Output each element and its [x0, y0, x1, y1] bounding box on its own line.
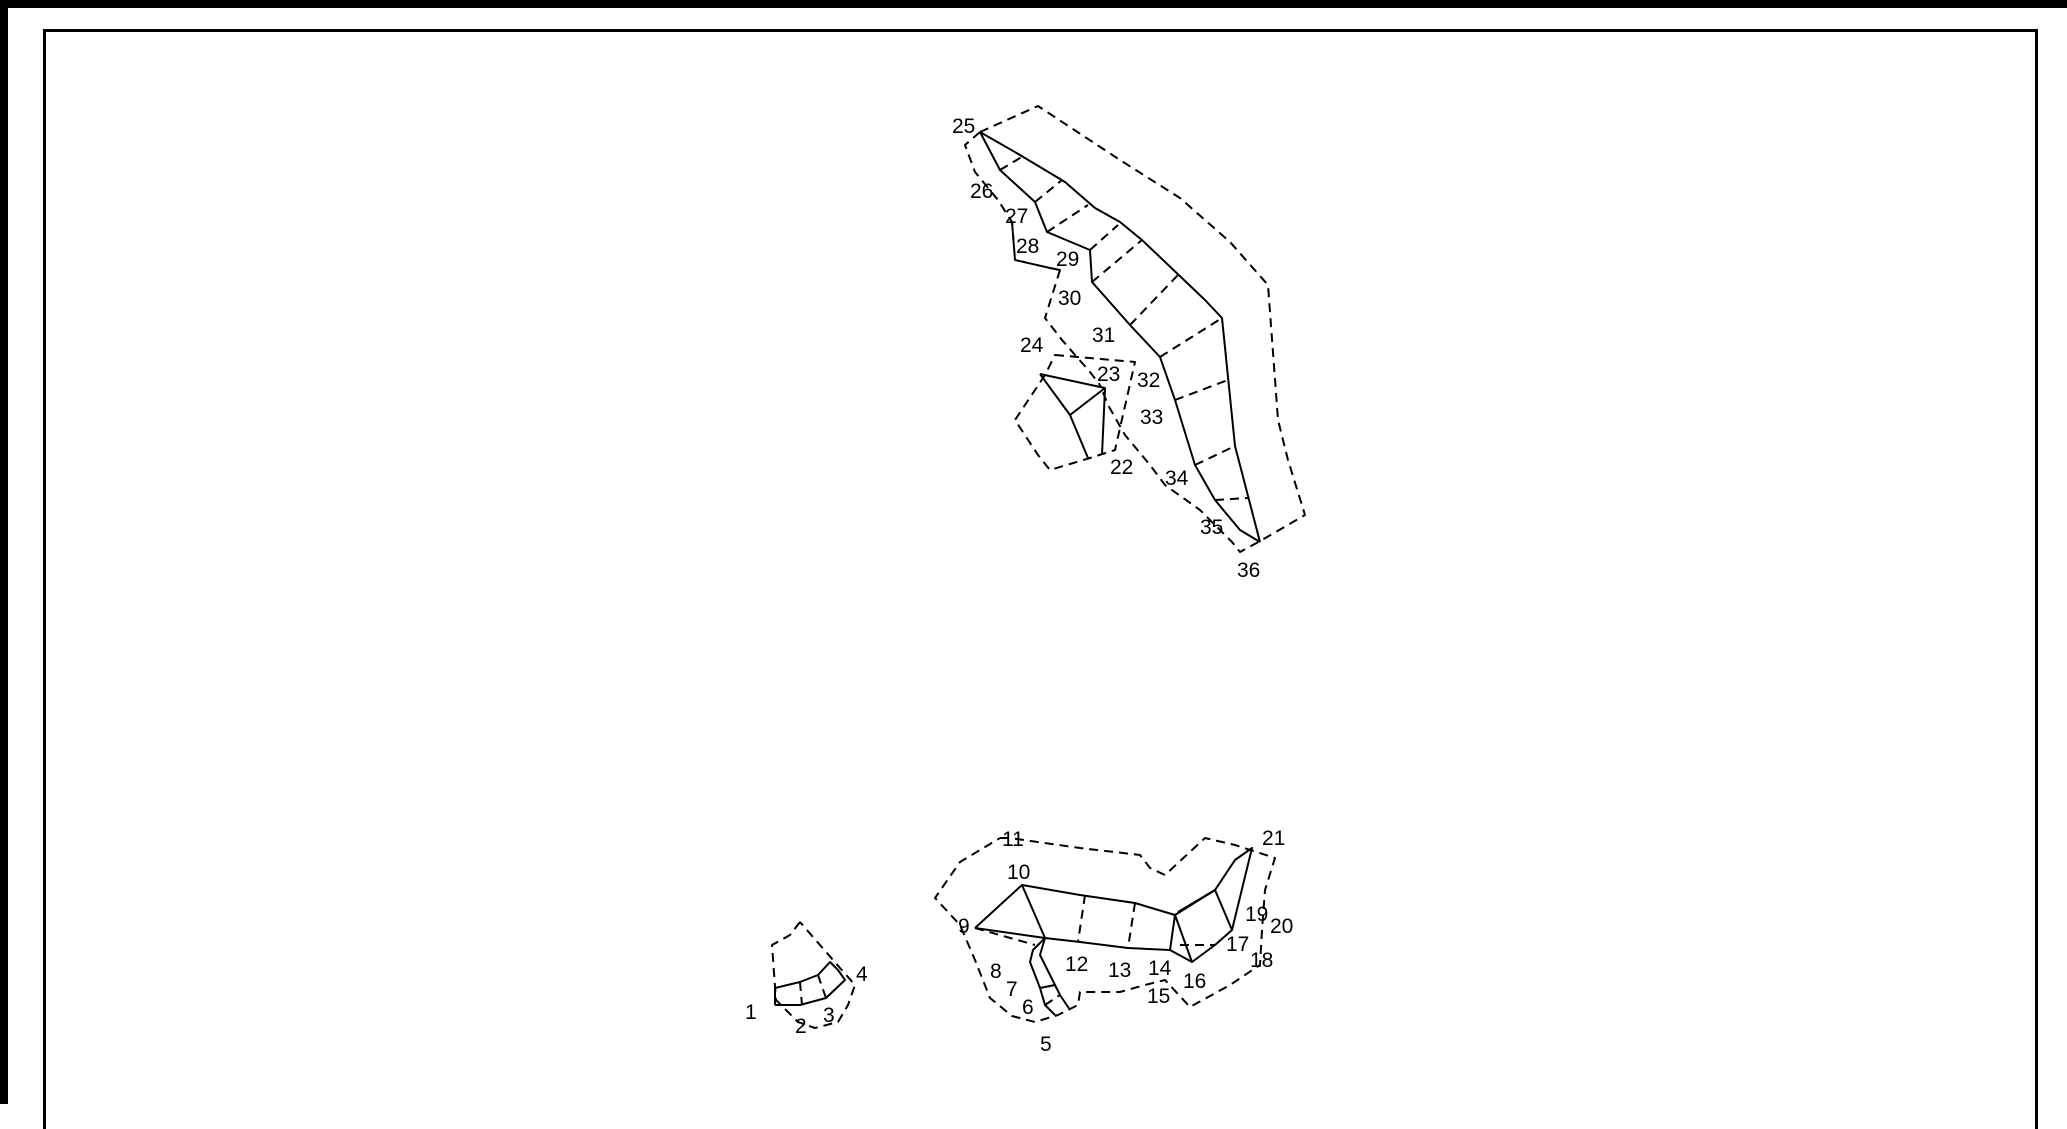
- point-label-33: 33: [1140, 406, 1163, 429]
- point-label-15: 15: [1147, 985, 1170, 1008]
- north-tick: [1089, 224, 1119, 251]
- north-outer-boundary: [979, 105, 1306, 553]
- point-labels: 1 2 3 4 5 6 7 8 9 10 11 12 13 14 15 16 1…: [745, 115, 1293, 1056]
- southwest-inner-top: [774, 961, 839, 989]
- point-label-11: 11: [1002, 828, 1024, 851]
- point-label-36: 36: [1237, 559, 1260, 582]
- middle-inner-diag: [1069, 387, 1106, 416]
- point-label-1: 1: [745, 1001, 757, 1024]
- north-tick: [1214, 497, 1249, 501]
- north-strip-east-edge: [979, 131, 1261, 543]
- point-label-30: 30: [1058, 287, 1081, 310]
- point-label-27: 27: [1005, 205, 1028, 228]
- southwest-parcel: [771, 921, 856, 1029]
- drawing-frame-inner: [43, 29, 2038, 1129]
- point-label-4: 4: [856, 963, 868, 986]
- point-label-28: 28: [1016, 235, 1039, 258]
- south-tick: [1077, 894, 1086, 943]
- southwest-outer-boundary: [771, 921, 856, 1029]
- south-leg-west: [1029, 937, 1056, 1016]
- point-label-24: 24: [1020, 334, 1044, 357]
- point-label-26: 26: [970, 180, 993, 203]
- north-parcel: [964, 105, 1306, 553]
- middle-parcel: [1014, 354, 1136, 471]
- north-pocket: [1011, 221, 1061, 271]
- point-label-12: 12: [1065, 953, 1088, 976]
- middle-outer-boundary: [1014, 354, 1136, 471]
- south-leg-cross: [1039, 984, 1056, 989]
- south-main-top-edge: [974, 884, 1176, 929]
- point-label-17: 17: [1226, 933, 1249, 956]
- southwest-inner-bottom: [775, 969, 846, 1006]
- point-label-32: 32: [1137, 369, 1160, 392]
- north-tick: [999, 154, 1026, 171]
- north-tick: [1129, 274, 1179, 326]
- south-edge-10-12: [1021, 884, 1046, 939]
- point-label-22: 22: [1110, 456, 1133, 479]
- point-label-3: 3: [823, 1004, 835, 1027]
- point-label-14: 14: [1148, 957, 1172, 980]
- point-label-6: 6: [1022, 996, 1034, 1019]
- north-tick: [1174, 379, 1229, 401]
- point-label-21: 21: [1262, 827, 1285, 850]
- south-diag-9: [974, 927, 1036, 946]
- point-label-5: 5: [1040, 1033, 1052, 1056]
- southwest-tick: [799, 981, 803, 1006]
- north-tick: [1034, 179, 1063, 203]
- point-label-9: 9: [958, 915, 970, 938]
- point-label-25: 25: [952, 115, 975, 138]
- middle-inner-left: [1039, 373, 1089, 459]
- north-west-boundary: [964, 131, 1101, 386]
- point-label-34: 34: [1165, 467, 1189, 490]
- point-label-31: 31: [1092, 324, 1115, 347]
- north-tick: [1046, 204, 1089, 233]
- point-label-10: 10: [1007, 861, 1030, 884]
- south-east-inner-2: [1177, 889, 1233, 931]
- point-label-23: 23: [1097, 363, 1120, 386]
- south-parcel: [934, 837, 1276, 1023]
- point-label-35: 35: [1200, 516, 1223, 539]
- north-tick: [1194, 445, 1236, 466]
- north-tick: [1159, 317, 1223, 358]
- point-label-7: 7: [1006, 978, 1018, 1001]
- point-label-13: 13: [1108, 959, 1131, 982]
- point-label-16: 16: [1183, 970, 1206, 993]
- southwest-tick: [817, 974, 827, 999]
- point-label-19: 19: [1245, 903, 1268, 926]
- point-label-2: 2: [795, 1015, 807, 1038]
- south-leg-tick: [1044, 994, 1061, 1006]
- parcel-survey-diagram: 1 2 3 4 5 6 7 8 9 10 11 12 13 14 15 16 1…: [745, 105, 1306, 1056]
- south-east-inner: [1174, 914, 1193, 963]
- point-label-20: 20: [1270, 915, 1293, 938]
- north-tick: [1091, 239, 1143, 283]
- south-tick: [1127, 902, 1136, 949]
- point-label-29: 29: [1056, 248, 1079, 271]
- south-main-bottom-edge: [974, 927, 1171, 951]
- south-outer-boundary: [934, 837, 1276, 1023]
- point-label-8: 8: [990, 960, 1002, 983]
- point-label-18: 18: [1250, 949, 1273, 972]
- drawing-frame-outer: [0, 0, 2067, 1104]
